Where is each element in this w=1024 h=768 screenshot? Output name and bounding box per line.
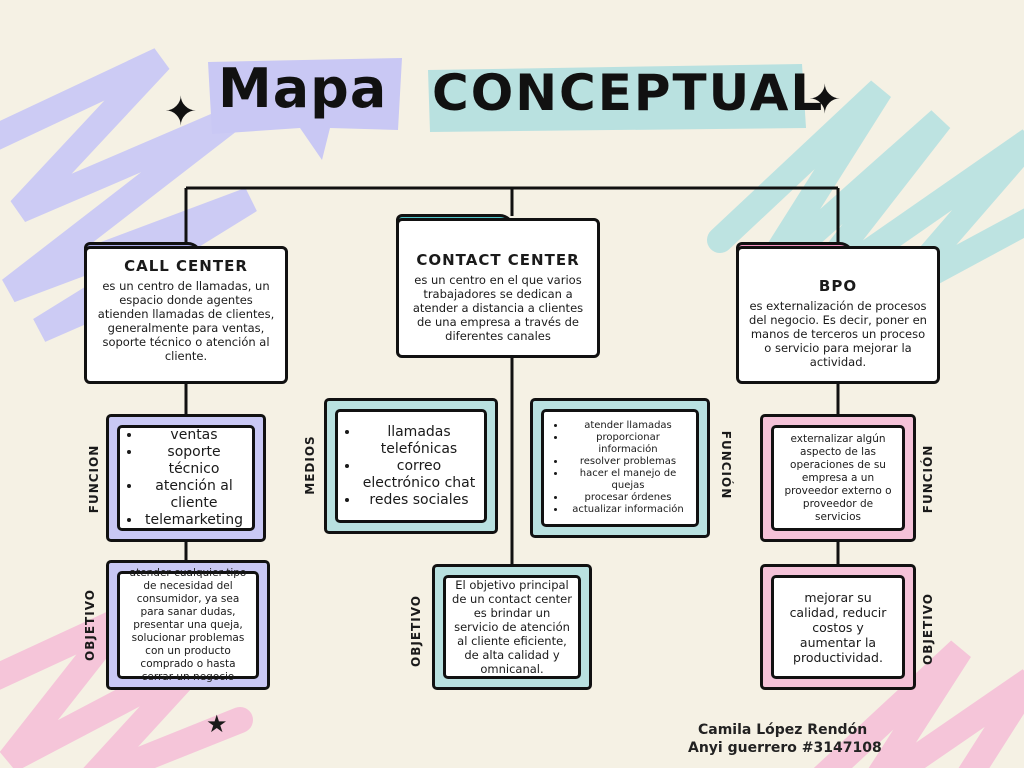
bpo-title: BPO xyxy=(818,277,858,295)
list-item: llamadas telefónicas xyxy=(360,424,478,458)
list-item: resolver problemas xyxy=(566,456,690,468)
title-word-mapa: Mapa xyxy=(218,57,388,120)
contact-center-objetivo-frame: El objetivo principal de un contact cent… xyxy=(432,564,592,690)
list-item: atender llamadas xyxy=(566,420,690,432)
sparkle-icon: ✦ xyxy=(808,77,842,123)
call-center-description: es un centro de llamadas, un espacio don… xyxy=(97,279,275,363)
call-center-title: CALL CENTER xyxy=(124,257,248,275)
bpo-objetivo-box: mejorar su calidad, reducir costos y aum… xyxy=(771,575,905,679)
list-item: correo electrónico chat xyxy=(360,458,478,492)
bpo-objetivo-frame: mejorar su calidad, reducir costos y aum… xyxy=(760,564,916,690)
list-item: atención al cliente xyxy=(142,478,246,512)
list-item: proporcionar información xyxy=(566,432,690,456)
contact-center-medios-box: llamadas telefónicas correo electrónico … xyxy=(335,409,487,523)
list-item: hacer el manejo de quejas xyxy=(566,468,690,492)
bpo-card: BPO es externalización de procesos del n… xyxy=(736,246,940,384)
contact-center-title: CONTACT CENTER xyxy=(416,251,580,269)
call-center-objetivo-box: atender cualquier tipo de necesidad del … xyxy=(117,567,259,683)
author-line-1: Camila López Rendón xyxy=(698,722,868,738)
contact-center-objetivo-text: El objetivo principal de un contact cent… xyxy=(452,578,572,676)
bpo-description: es externalización de procesos del negoc… xyxy=(749,299,927,369)
star-icon: ★ xyxy=(206,710,228,738)
list-item: telemarketing xyxy=(142,512,246,529)
call-center-objetivo-label: OBJETIVO xyxy=(83,589,97,661)
call-center-objetivo-text: atender cualquier tipo de necesidad del … xyxy=(129,566,247,683)
contact-center-objetivo-box: El objetivo principal de un contact cent… xyxy=(443,575,581,679)
bpo-funcion-label: FUNCIÓN xyxy=(921,444,935,514)
call-center-funcion-box: ventas soporte técnico atención al clien… xyxy=(117,425,255,531)
list-item: procesar órdenes xyxy=(566,492,690,504)
contact-center-description: es un centro en el que varios trabajador… xyxy=(412,273,584,343)
contact-center-funcion-label: FUNCIÓN xyxy=(719,430,733,500)
bpo-funcion-box: externalizar algún aspecto de las operac… xyxy=(771,425,905,531)
contact-center-medios-label: MEDIOS xyxy=(303,435,317,495)
bpo-funcion-text: externalizar algún aspecto de las operac… xyxy=(784,432,892,523)
contact-center-funcion-frame: atender llamadas proporcionar informació… xyxy=(530,398,710,538)
call-center-objetivo-frame: atender cualquier tipo de necesidad del … xyxy=(106,560,270,690)
author-line-2: Anyi guerrero #3147108 xyxy=(688,740,882,756)
bpo-objetivo-label: OBJETIVO xyxy=(921,593,935,665)
list-item: actualizar información xyxy=(566,504,690,516)
call-center-funcion-label: FUNCION xyxy=(87,444,101,514)
call-center-funcion-frame: ventas soporte técnico atención al clien… xyxy=(106,414,266,542)
list-item: redes sociales xyxy=(360,492,478,509)
contact-center-card: CONTACT CENTER es un centro en el que va… xyxy=(396,218,600,358)
sparkle-icon: ✦ xyxy=(164,89,198,135)
list-item: ventas xyxy=(142,427,246,444)
bpo-objetivo-text: mejorar su calidad, reducir costos y aum… xyxy=(789,589,887,665)
contact-center-medios-frame: llamadas telefónicas correo electrónico … xyxy=(324,398,498,534)
contact-center-objetivo-label: OBJETIVO xyxy=(409,595,423,667)
call-center-card: CALL CENTER es un centro de llamadas, un… xyxy=(84,246,288,384)
contact-center-funcion-box: atender llamadas proporcionar informació… xyxy=(541,409,699,527)
bpo-funcion-frame: externalizar algún aspecto de las operac… xyxy=(760,414,916,542)
title-word-conceptual: CONCEPTUAL xyxy=(432,64,825,122)
list-item: soporte técnico xyxy=(142,444,246,478)
